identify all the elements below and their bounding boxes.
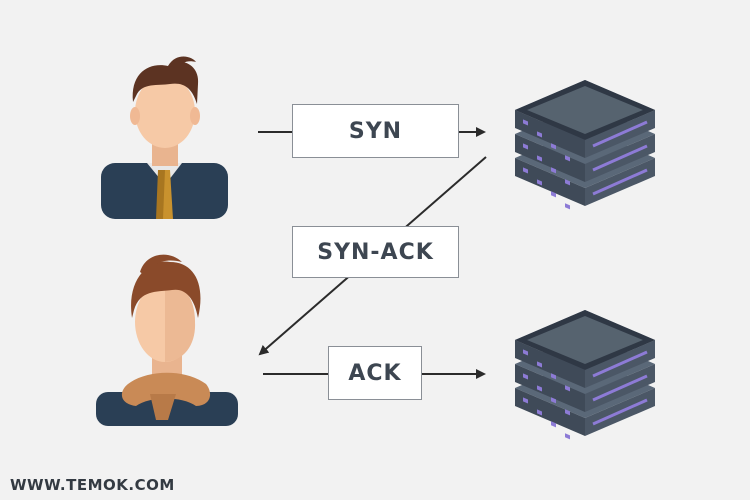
server-rack-icon — [515, 310, 655, 439]
client-person-icon — [101, 56, 228, 219]
syn-label: SYN — [292, 104, 459, 158]
ack-label: ACK — [328, 346, 422, 400]
syn-ack-label: SYN-ACK — [292, 226, 459, 278]
client-person-scarf-icon — [96, 254, 238, 426]
website-watermark: WWW.TEMOK.COM — [10, 476, 175, 494]
server-rack-icon — [515, 80, 655, 209]
